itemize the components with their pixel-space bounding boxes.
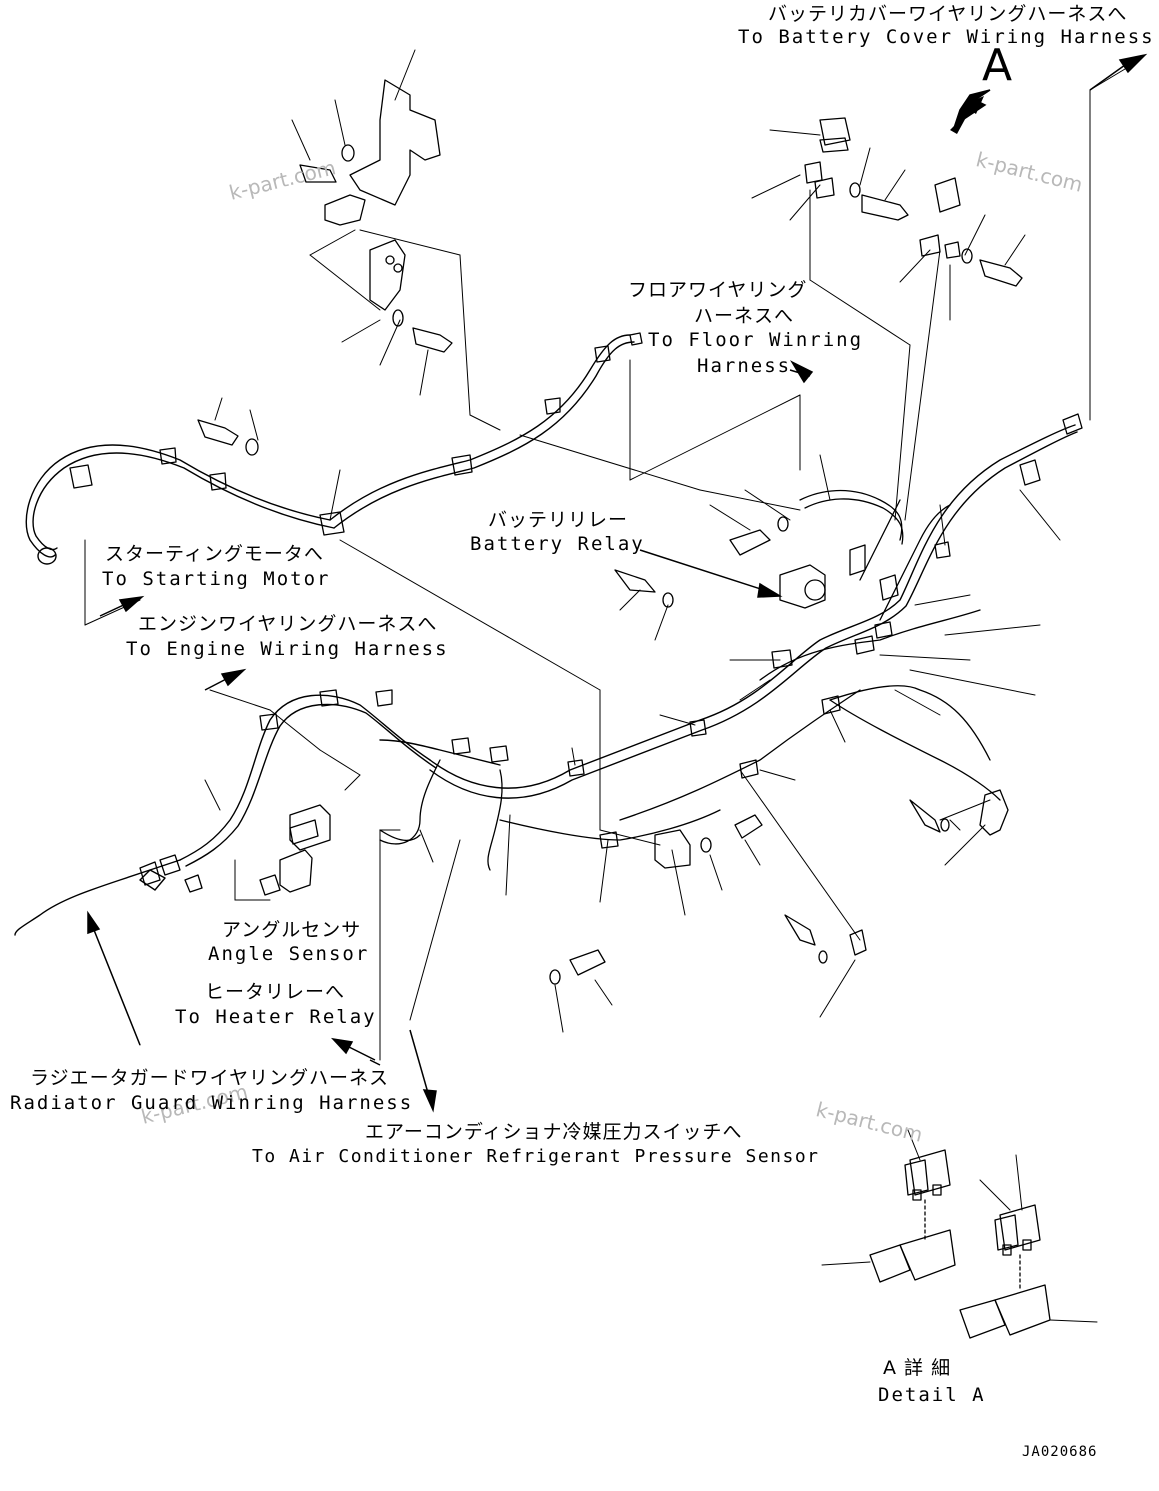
air-conditioner-label-en: To Air Conditioner Refrigerant Pressure … xyxy=(252,1146,820,1167)
radiator-guard-label-jp: ラジエータガードワイヤリングハーネス xyxy=(30,1067,390,1089)
main-harness xyxy=(429,424,1078,799)
heater-relay-label-jp: ヒータリレーへ xyxy=(205,981,346,1003)
drawing-number: JA020686 xyxy=(1022,1444,1098,1460)
floor-label-jp-2: ハーネスへ xyxy=(694,305,795,327)
battery-relay-label-en: Battery Relay xyxy=(470,533,645,555)
fasteners xyxy=(197,144,1023,985)
air-conditioner-label-jp: エアーコンディショナ冷媒圧力スイッチへ xyxy=(365,1121,743,1143)
detail-a-caption-jp: A 詳 細 xyxy=(883,1357,952,1379)
angle-sensor-parts xyxy=(139,804,421,896)
lower-right-bracket xyxy=(654,789,1009,956)
bracket-top xyxy=(324,79,441,311)
battery-relay xyxy=(779,544,899,609)
small-connectors xyxy=(289,819,319,845)
engine-harness-label-en: To Engine Wiring Harness xyxy=(126,638,449,660)
starting-motor-label-en: To Starting Motor xyxy=(102,568,331,590)
detail-a-marker: A xyxy=(982,40,1015,91)
top-right-connectors xyxy=(804,117,961,259)
floor-label-jp-1: フロアワイヤリング xyxy=(628,279,808,301)
detail-a-caption-en: Detail A xyxy=(878,1384,986,1406)
starting-motor-label-jp: スターティングモータへ xyxy=(105,543,324,565)
floor-label-en-1: To Floor Winring xyxy=(648,329,864,351)
angle-sensor-label-jp: アングルセンサ xyxy=(222,919,362,941)
detail-a-drawing xyxy=(869,1149,1051,1339)
battery-cover-label-en: To Battery Cover Wiring Harness xyxy=(738,26,1155,48)
floor-label-en-2: Harness xyxy=(697,355,792,377)
angle-sensor-label-en: Angle Sensor xyxy=(208,943,370,965)
sensor-branch xyxy=(379,689,861,871)
right-branches xyxy=(759,499,1001,801)
radiator-guard-label-en: Radiator Guard Winring Harness xyxy=(10,1092,414,1114)
engine-harness-branch xyxy=(14,694,501,936)
battery-relay-label-jp: バッテリリレー xyxy=(488,509,629,531)
battery-cover-label-jp: バッテリカバーワイヤリングハーネスへ xyxy=(768,3,1128,25)
callout-leaders xyxy=(204,49,1098,1323)
detail-a-view-arrow xyxy=(950,96,984,134)
engine-harness-label-jp: エンジンワイヤリングハーネスへ xyxy=(138,613,438,635)
floor-branch xyxy=(799,489,904,545)
harness-clips xyxy=(69,332,1083,849)
starting-motor-branch xyxy=(25,334,635,565)
heater-relay-label-en: To Heater Relay xyxy=(175,1006,377,1028)
